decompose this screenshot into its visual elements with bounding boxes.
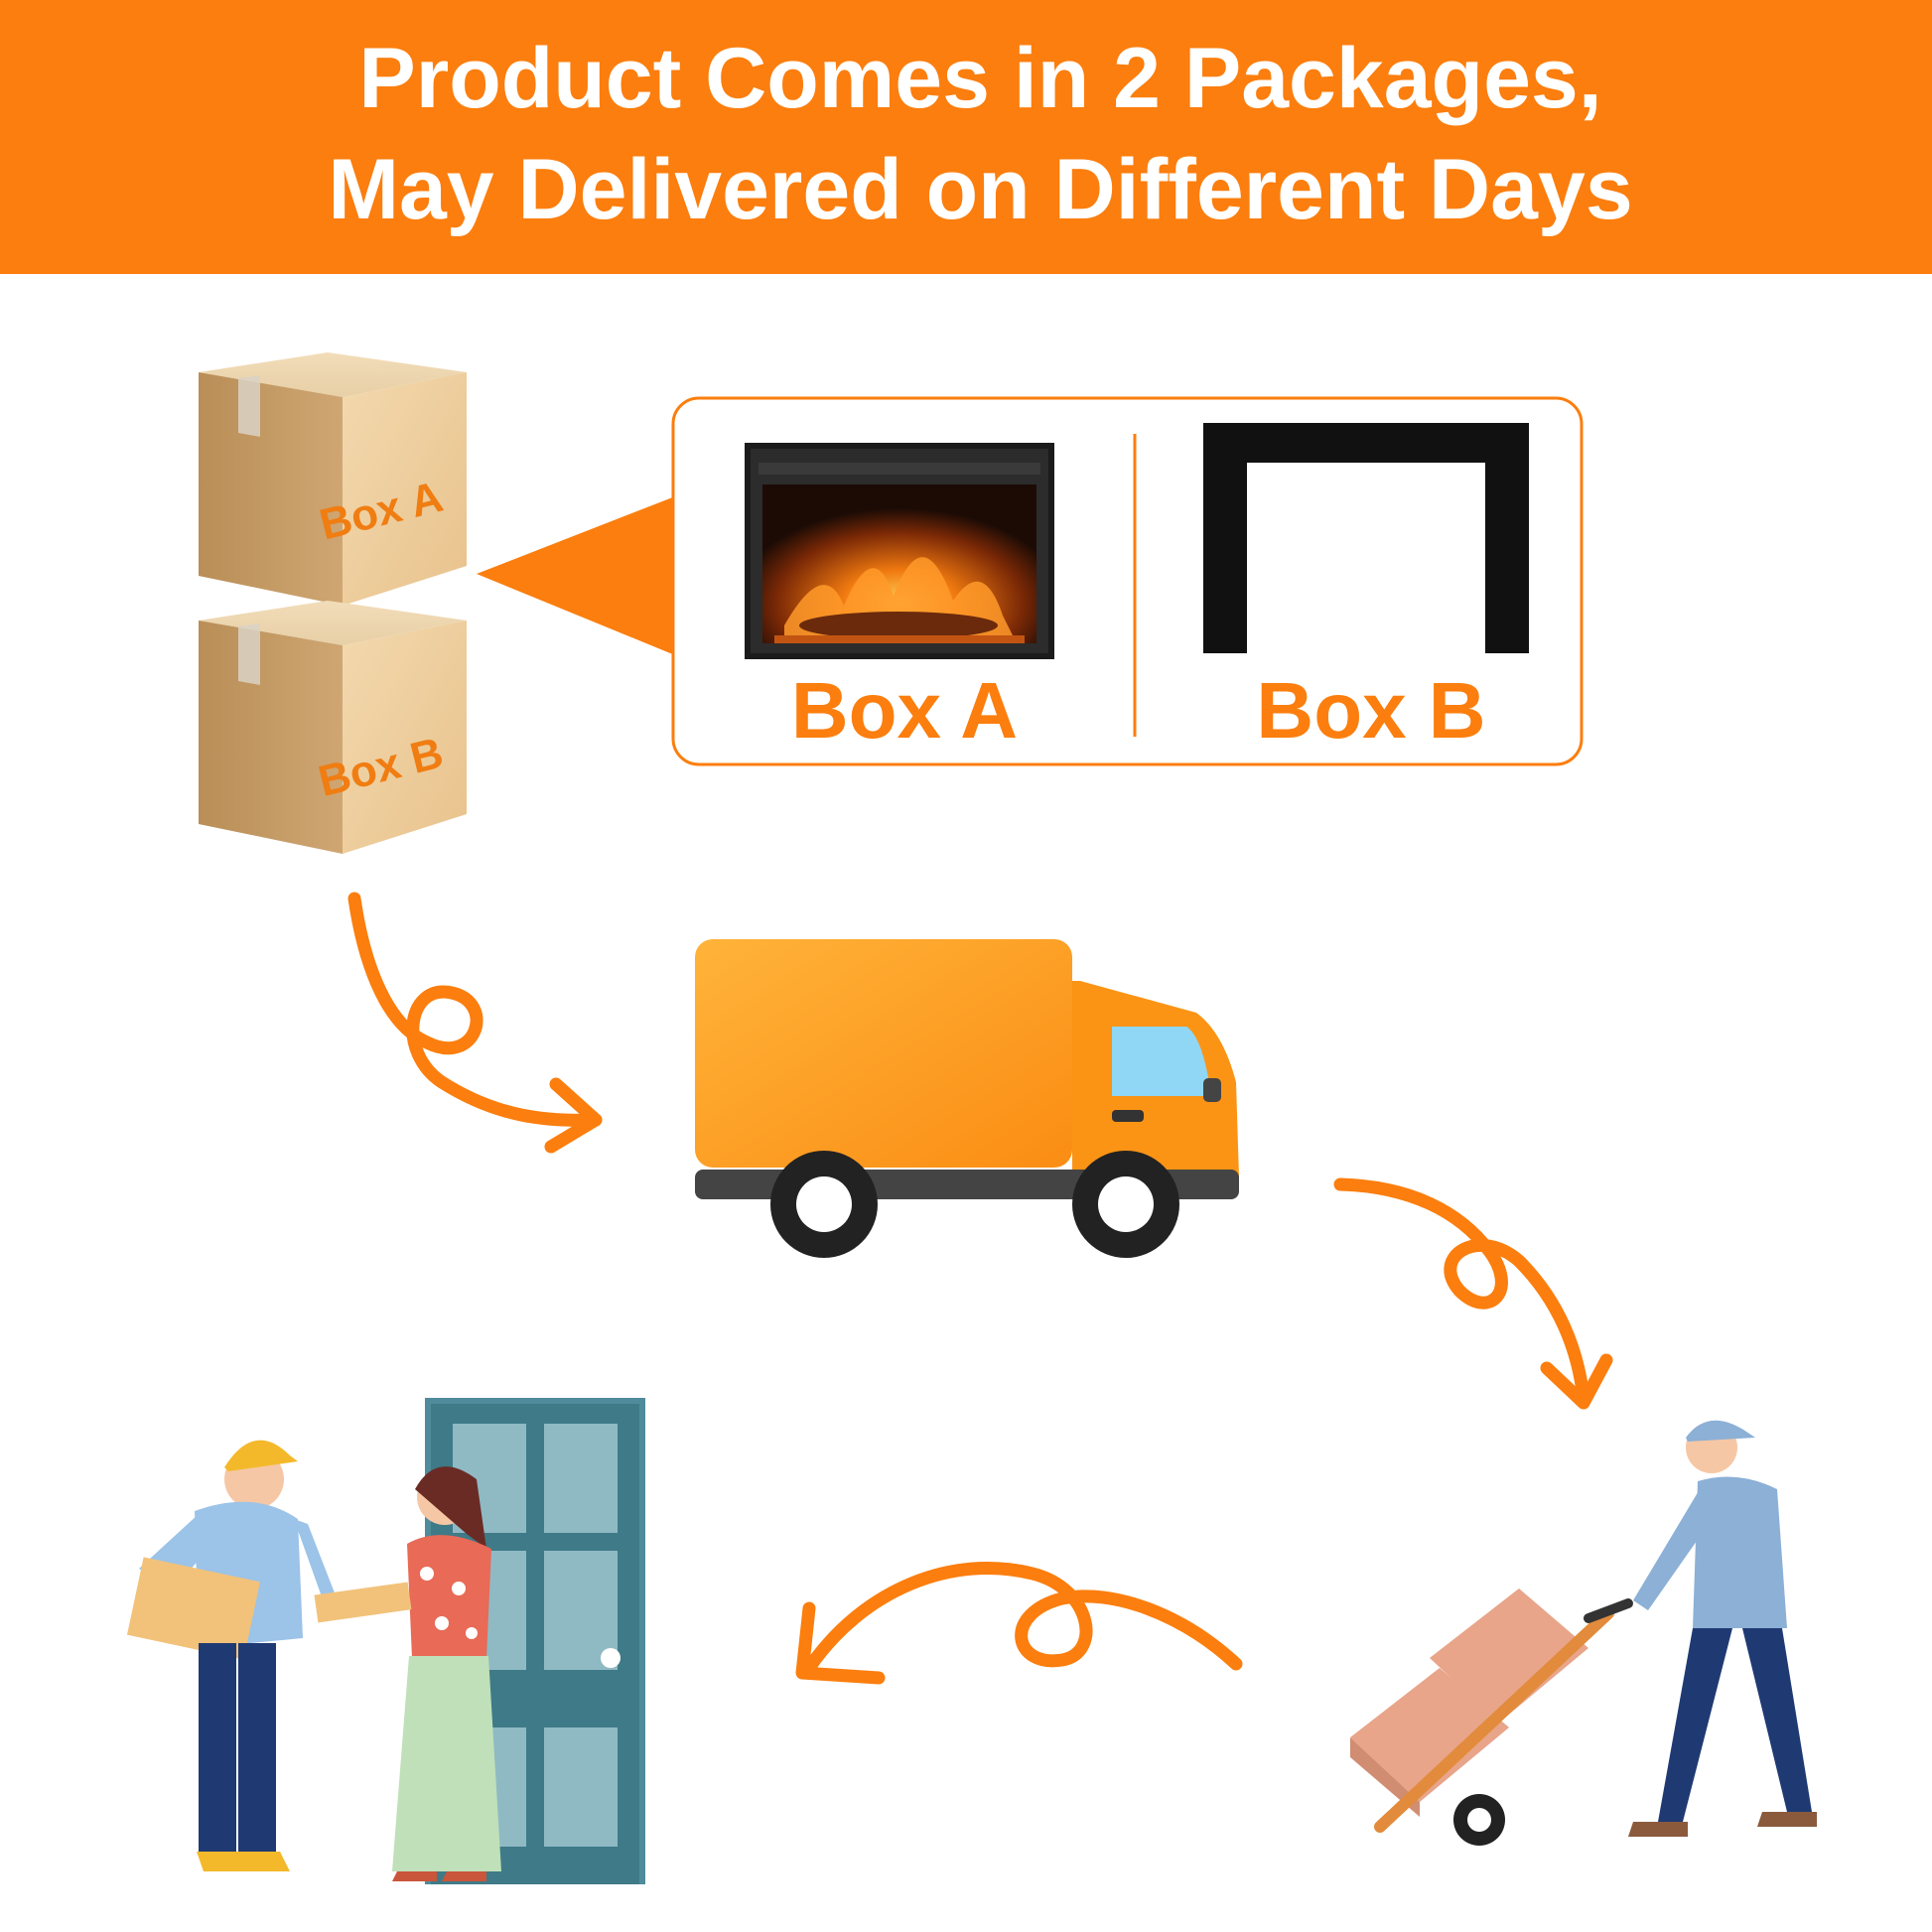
box-a-cardboard: Box A [199,352,467,606]
curly-arrow-to-mover [1333,1177,1613,1410]
header-banner: Product Comes in 2 Packages, May Deliver… [0,0,1932,274]
mover-person-with-hand-truck [1350,1420,1817,1846]
trim-frame-image [1203,423,1529,653]
banner-title-line-1: Product Comes in 2 Packages, [358,31,1602,126]
delivery-truck [695,939,1239,1258]
fireplace-insert-image [745,443,1054,659]
customer-person [314,1466,501,1881]
panel-box-a-label: Box A [791,666,1018,755]
callout-pointer [477,496,675,655]
banner-title-line-2: May Delivered on Different Days [328,142,1633,237]
panel-box-b-label: Box B [1256,666,1485,755]
curly-arrow-to-customer [795,1561,1243,1685]
curly-arrow-to-truck [347,892,603,1154]
box-b-cardboard: Box B [199,601,467,854]
courier-person [126,1440,343,1871]
